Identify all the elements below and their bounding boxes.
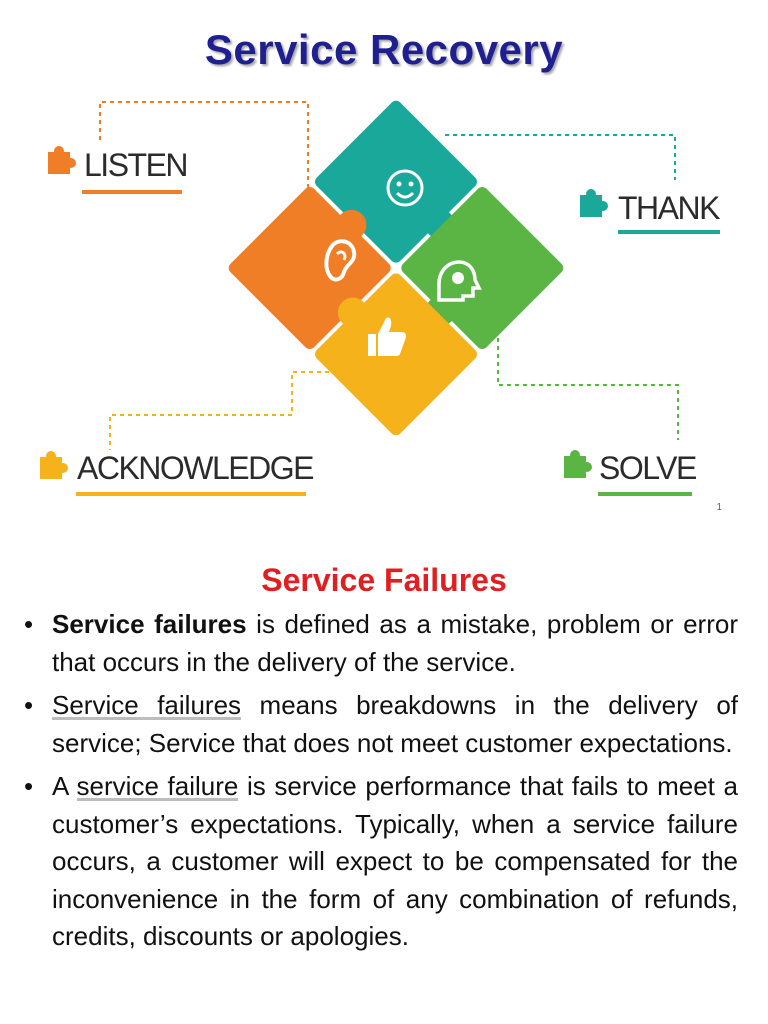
- slide-title: Service Recovery: [204, 26, 564, 73]
- bullet-term: Service failures: [52, 609, 247, 639]
- bullet-item: • Service failures means breakdowns in th…: [22, 687, 738, 762]
- step-solve: SOLVE: [599, 450, 697, 486]
- slide-service-failures: Service Failures • Service failures is de…: [0, 540, 768, 1024]
- puzzle-piece-orange: [228, 187, 391, 349]
- puzzle-diagram: [40, 100, 720, 496]
- connector-thank: [445, 134, 676, 180]
- step-acknowledge: ACKNOWLEDGE: [77, 450, 314, 486]
- bullet-term: service failure: [76, 771, 239, 801]
- step-label-solve: SOLVE: [599, 450, 697, 486]
- smiley-icon: [386, 169, 424, 207]
- bullet-dot-icon: •: [24, 690, 34, 720]
- puzzle-piece-green: [401, 187, 564, 349]
- connector-listen: [99, 101, 309, 200]
- step-label-acknowledge: ACKNOWLEDGE: [77, 450, 314, 486]
- bullet-text: means breakdowns in the delivery of serv…: [52, 690, 739, 758]
- thank-puzzle-icon: [580, 189, 608, 217]
- bullet-item: • A service failure is service performanc…: [22, 768, 738, 956]
- bullet-prefix: A: [52, 771, 77, 801]
- connector-solve: [497, 330, 679, 440]
- listen-puzzle-icon: [48, 146, 76, 174]
- bullet-item: • Service failures is defined as a mistak…: [22, 606, 738, 681]
- acknowledge-puzzle-icon: [40, 451, 68, 479]
- bullet-term: Service failures: [52, 690, 242, 720]
- thank-underline: [618, 230, 720, 234]
- slide-heading: Service Failures: [261, 562, 507, 598]
- page-number: 1: [716, 502, 722, 513]
- step-label-listen: LISTEN: [84, 147, 189, 183]
- thumbs-up-icon: [368, 317, 406, 356]
- connector-acknowledge: [109, 371, 345, 450]
- bullet-list: • Service failures is defined as a mistak…: [22, 606, 738, 962]
- slide-service-recovery: Service Recovery: [40, 26, 722, 513]
- bullet-dot-icon: •: [24, 609, 34, 639]
- step-label-thank: THANK: [618, 190, 720, 226]
- bullet-text: is defined as a mistake, problem or erro…: [52, 609, 738, 677]
- solve-puzzle-icon: [564, 450, 592, 478]
- bullet-text: is service performance that fails to mee…: [52, 771, 738, 951]
- listen-underline: [82, 190, 182, 194]
- acknowledge-underline: [76, 492, 306, 496]
- ear-icon: [324, 239, 357, 282]
- step-thank: THANK: [618, 190, 720, 226]
- step-listen: LISTEN: [84, 147, 189, 183]
- solve-underline: [598, 492, 692, 496]
- bullet-dot-icon: •: [24, 771, 34, 801]
- head-idea-icon: [437, 260, 482, 302]
